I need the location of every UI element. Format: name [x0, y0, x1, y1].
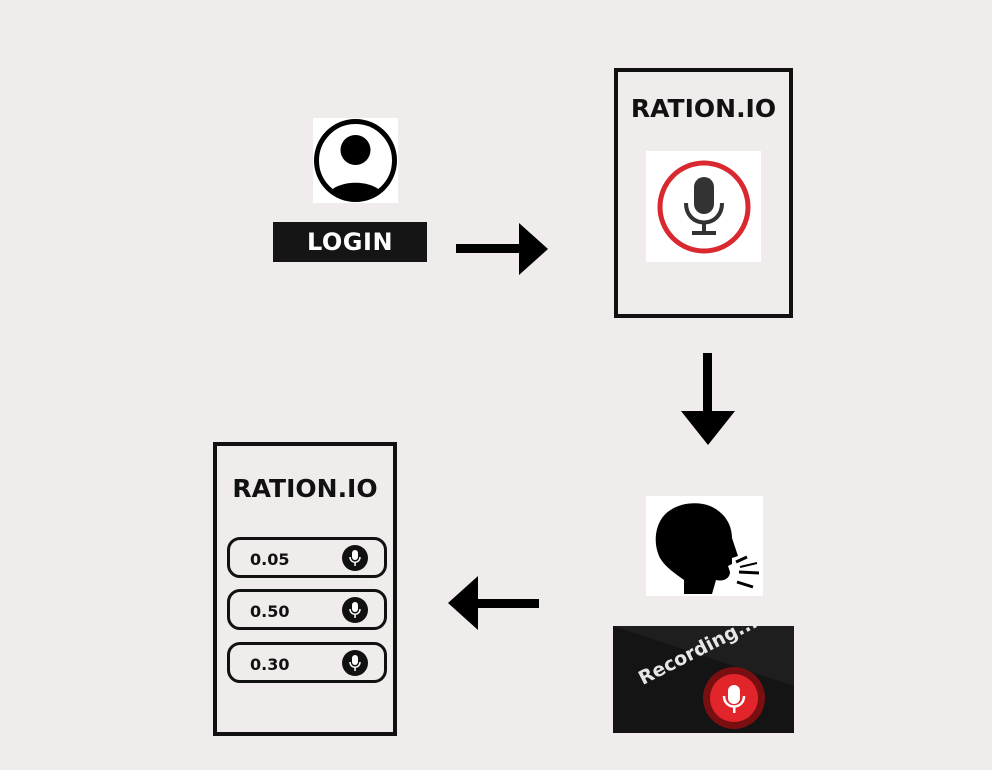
speaking-head-icon [646, 496, 763, 596]
result-value: 0.05 [250, 550, 290, 569]
user-avatar-icon [313, 118, 398, 203]
result-value: 0.30 [250, 655, 290, 674]
arrow-right-icon [456, 223, 548, 275]
login-button[interactable]: LOGIN [273, 222, 427, 262]
microphone-icon[interactable] [646, 151, 761, 262]
app-screen-results: RATION.IO 0.05 0.50 0.30 [213, 442, 397, 736]
result-row[interactable]: 0.30 [227, 642, 387, 683]
result-row[interactable]: 0.50 [227, 589, 387, 630]
result-row[interactable]: 0.05 [227, 537, 387, 578]
recording-screen: Recording... [613, 626, 794, 733]
arrow-down-icon [681, 353, 735, 445]
microphone-icon[interactable] [342, 650, 368, 676]
arrow-left-icon [448, 576, 539, 630]
results-title: RATION.IO [232, 474, 378, 503]
microphone-icon[interactable] [342, 545, 368, 571]
app-screen-recording: RATION.IO [614, 68, 793, 318]
app-title: RATION.IO [630, 94, 777, 123]
result-value: 0.50 [250, 602, 290, 621]
microphone-icon[interactable] [342, 597, 368, 623]
